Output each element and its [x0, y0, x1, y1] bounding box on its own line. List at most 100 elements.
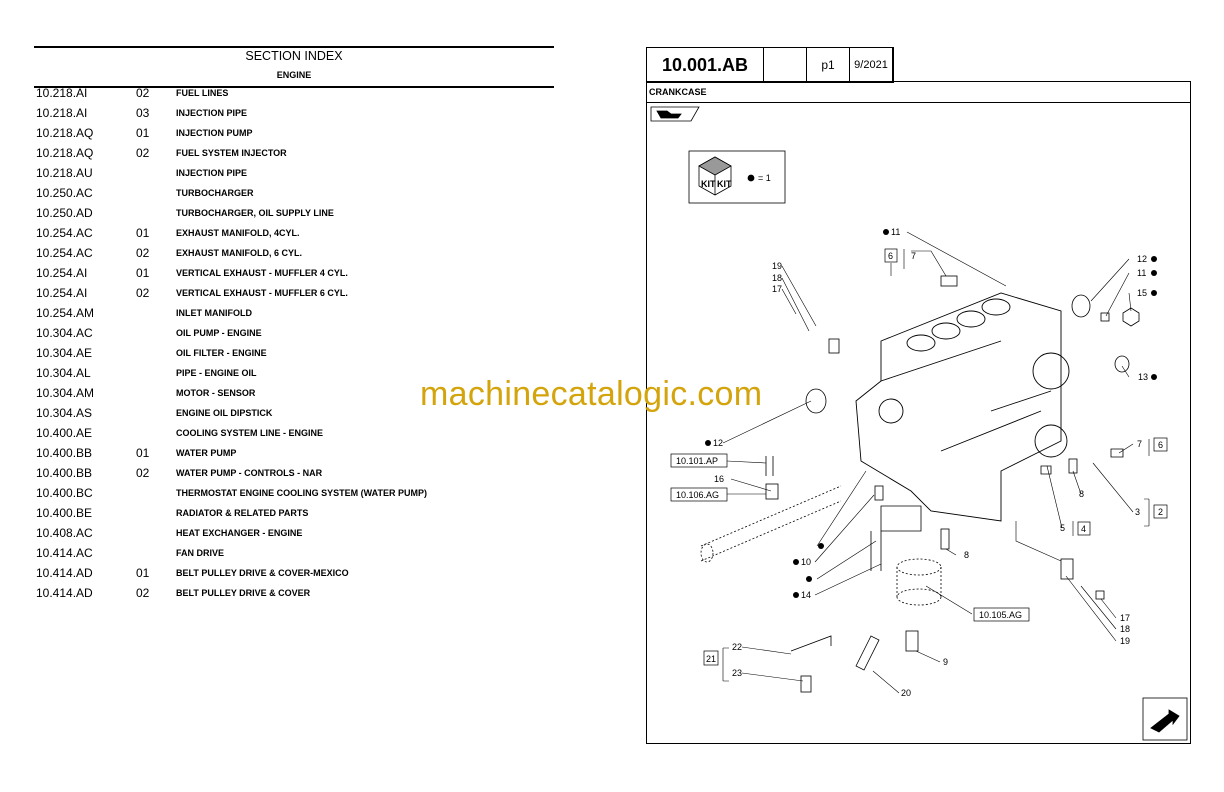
- index-code: 10.304.AL: [36, 366, 91, 380]
- section-code: 10.001.AB: [647, 48, 764, 82]
- callout-13: 13: [1138, 372, 1148, 382]
- index-desc: FAN DRIVE: [176, 548, 225, 558]
- callout-18: 18: [1120, 624, 1130, 634]
- index-row[interactable]: 10.218.AI 02 FUEL LINES: [36, 86, 556, 106]
- next-page-icon[interactable]: [1142, 697, 1188, 741]
- kit-legend-box: KIT KIT = 1: [688, 150, 786, 204]
- index-code: 10.218.AU: [36, 166, 93, 180]
- callout-10: 10: [801, 557, 811, 567]
- index-row[interactable]: 10.400.BE RADIATOR & RELATED PARTS: [36, 506, 556, 526]
- index-var: 02: [136, 586, 150, 600]
- callout-5: 5: [1060, 523, 1065, 533]
- callout-9: 9: [943, 657, 948, 667]
- camshaft: [700, 485, 842, 563]
- index-code: 10.250.AD: [36, 206, 93, 220]
- index-header-rule: [34, 86, 554, 88]
- callout-19: 19: [1120, 636, 1130, 646]
- index-code: 10.400.BB: [36, 446, 93, 460]
- index-var: 02: [136, 466, 150, 480]
- index-var: 02: [136, 246, 150, 260]
- index-row[interactable]: 10.254.AC 02 EXHAUST MANIFOLD, 6 CYL.: [36, 246, 556, 266]
- index-row[interactable]: 10.304.AE OIL FILTER - ENGINE: [36, 346, 556, 366]
- index-code: 10.218.AI: [36, 86, 88, 100]
- section-index-title: SECTION INDEX: [245, 49, 343, 63]
- index-code: 10.254.AC: [36, 246, 93, 260]
- index-desc: FUEL LINES: [176, 88, 229, 98]
- reference-10-105-ag[interactable]: 10.105.AG: [979, 610, 1022, 620]
- callout-23: 23: [732, 668, 742, 678]
- callout-7: 7: [911, 251, 916, 261]
- index-desc: FUEL SYSTEM INJECTOR: [176, 148, 287, 158]
- callout-11: 11: [1137, 268, 1146, 278]
- index-desc: INLET MANIFOLD: [176, 308, 252, 318]
- diagram-panel: CRANKCASE KIT KIT = 1: [646, 81, 1191, 744]
- index-desc: EXHAUST MANIFOLD, 6 CYL.: [176, 248, 303, 258]
- index-code: 10.250.AC: [36, 186, 93, 200]
- callout-17: 17: [1120, 613, 1130, 623]
- index-code: 10.218.AI: [36, 106, 88, 120]
- callout-19: 19: [772, 261, 782, 271]
- callout-16: 16: [714, 474, 724, 484]
- index-code: 10.400.BB: [36, 466, 93, 480]
- index-row[interactable]: 10.218.AI 03 INJECTION PIPE: [36, 106, 556, 126]
- header-blank-cell: [764, 48, 807, 82]
- index-desc: THERMOSTAT ENGINE COOLING SYSTEM (WATER …: [176, 488, 427, 498]
- reference-10-101-ap[interactable]: 10.101.AP: [676, 456, 718, 466]
- prev-page-icon[interactable]: [650, 106, 700, 122]
- callout-6: 6: [888, 251, 893, 261]
- callout-11: 11: [891, 227, 900, 237]
- index-desc: VERTICAL EXHAUST - MUFFLER 4 CYL.: [176, 268, 348, 278]
- index-var: 02: [136, 86, 150, 100]
- index-code: 10.304.AC: [36, 326, 93, 340]
- callout-12: 12: [1137, 254, 1147, 264]
- callout-4: 4: [1081, 524, 1086, 534]
- index-code: 10.400.AE: [36, 426, 93, 440]
- watermark: machinecatalogic.com: [420, 375, 763, 413]
- reference-10-106-ag[interactable]: 10.106.AG: [676, 490, 719, 500]
- callout-6: 6: [1158, 440, 1163, 450]
- index-var: 01: [136, 126, 150, 140]
- callout-14: 14: [801, 590, 811, 600]
- index-top-rule: [34, 46, 554, 48]
- index-var: 01: [136, 266, 150, 280]
- index-var: 03: [136, 106, 150, 120]
- index-code: 10.304.AS: [36, 406, 93, 420]
- index-desc: OIL FILTER - ENGINE: [176, 348, 267, 358]
- callout-12: 12: [713, 438, 723, 448]
- index-desc: INJECTION PIPE: [176, 108, 248, 118]
- index-desc: BELT PULLEY DRIVE & COVER: [176, 588, 311, 598]
- index-desc: WATER PUMP: [176, 448, 237, 458]
- index-code: 10.304.AE: [36, 346, 93, 360]
- callout-17: 17: [772, 284, 782, 294]
- callout-18: 18: [772, 273, 782, 283]
- index-desc: VERTICAL EXHAUST - MUFFLER 6 CYL.: [176, 288, 348, 298]
- index-code: 10.400.BE: [36, 506, 93, 520]
- crankcase-block: [855, 292, 1070, 522]
- page-number: p1: [807, 48, 850, 82]
- diagram-title: CRANKCASE: [647, 82, 1190, 103]
- index-row[interactable]: 10.250.AD TURBOCHARGER, OIL SUPPLY LINE: [36, 206, 556, 226]
- page-header-table: 10.001.AB p1 9/2021: [646, 47, 894, 83]
- index-desc: RADIATOR & RELATED PARTS: [176, 508, 309, 518]
- index-desc: TURBOCHARGER, OIL SUPPLY LINE: [176, 208, 334, 218]
